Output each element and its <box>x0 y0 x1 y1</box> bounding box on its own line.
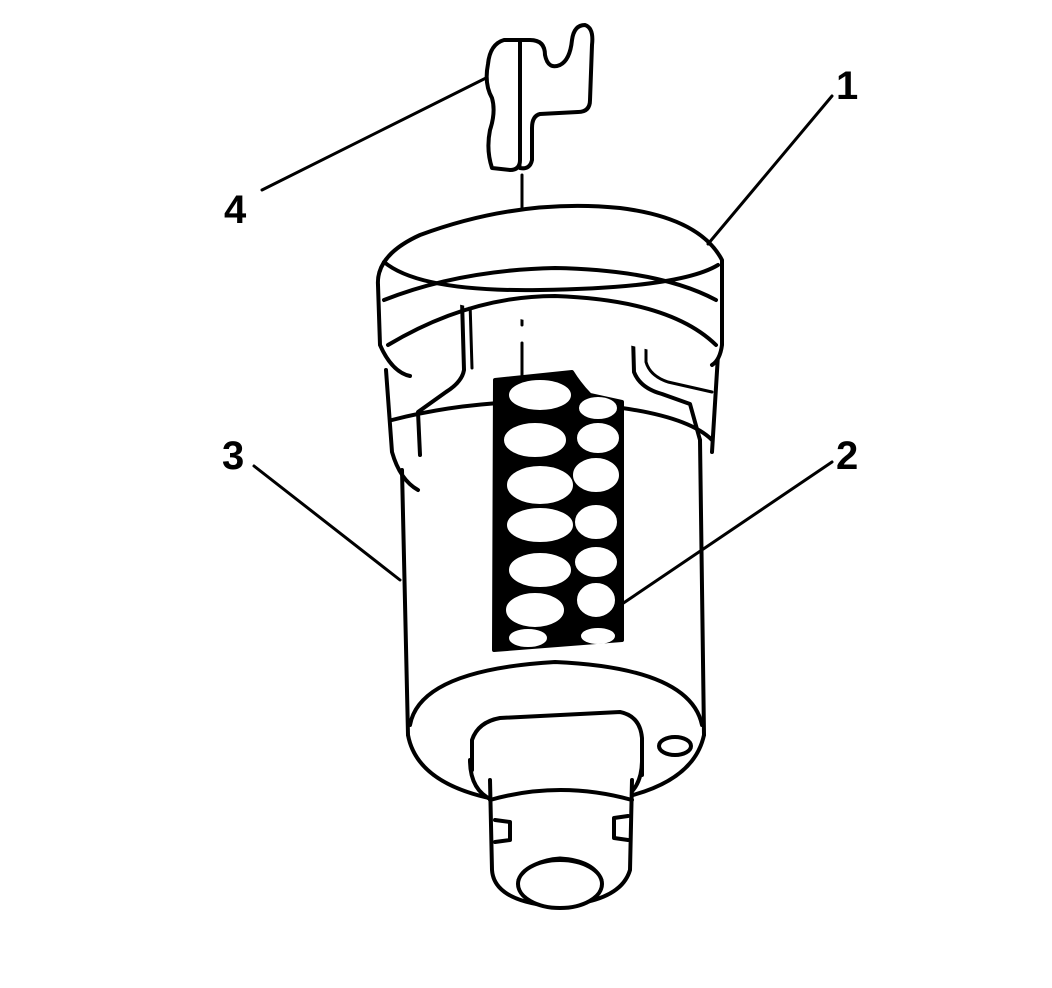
cylinder-cap <box>375 203 724 378</box>
leader-line-4 <box>260 76 488 192</box>
callout-3: 3 <box>222 434 245 478</box>
callout-4: 4 <box>224 188 247 232</box>
leader-line-3 <box>252 464 402 582</box>
drive-shaft <box>468 710 693 910</box>
leader-lines <box>252 76 834 606</box>
tumbler-pin-window <box>492 370 624 652</box>
key-tool <box>484 23 595 172</box>
callout-2: 2 <box>836 434 859 478</box>
leader-line-2 <box>620 460 834 606</box>
callout-1: 1 <box>836 64 859 108</box>
leader-line-1 <box>706 94 834 246</box>
